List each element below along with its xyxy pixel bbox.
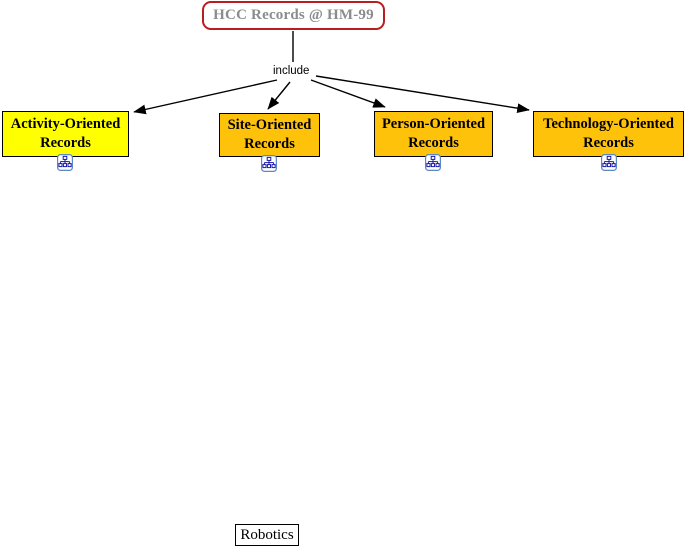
node-technology-oriented-records[interactable]: Technology-Oriented Records [533, 111, 684, 157]
node-label-person-oriented-records: Person-Oriented Records [381, 115, 486, 151]
footer-box-robotics[interactable]: Robotics [235, 524, 299, 546]
node-person-oriented-records[interactable]: Person-Oriented Records [374, 111, 493, 157]
footer-box-label: Robotics [240, 526, 294, 543]
root-node-hcc-records[interactable]: HCC Records @ HM-99 [202, 1, 385, 30]
edge-include-to-person [310, 79, 386, 108]
edge-include-to-technology [315, 75, 530, 113]
node-label-activity-oriented-records: Activity-Oriented Records [10, 115, 121, 151]
hierarchy-icon[interactable] [601, 154, 617, 171]
edge-include-to-activity [133, 79, 278, 115]
hierarchy-icon[interactable] [261, 155, 277, 172]
node-label-site-oriented-records: Site-Oriented Records [227, 116, 312, 152]
hierarchy-icon[interactable] [57, 154, 73, 171]
node-site-oriented-records[interactable]: Site-Oriented Records [219, 113, 320, 157]
edge-label-include: include [271, 65, 312, 77]
root-node-label: HCC Records @ HM-99 [213, 7, 374, 23]
node-activity-oriented-records[interactable]: Activity-Oriented Records [2, 111, 129, 157]
hierarchy-icon[interactable] [425, 154, 441, 171]
node-label-technology-oriented-records: Technology-Oriented Records [543, 115, 674, 151]
edge-include-to-site [267, 81, 291, 110]
